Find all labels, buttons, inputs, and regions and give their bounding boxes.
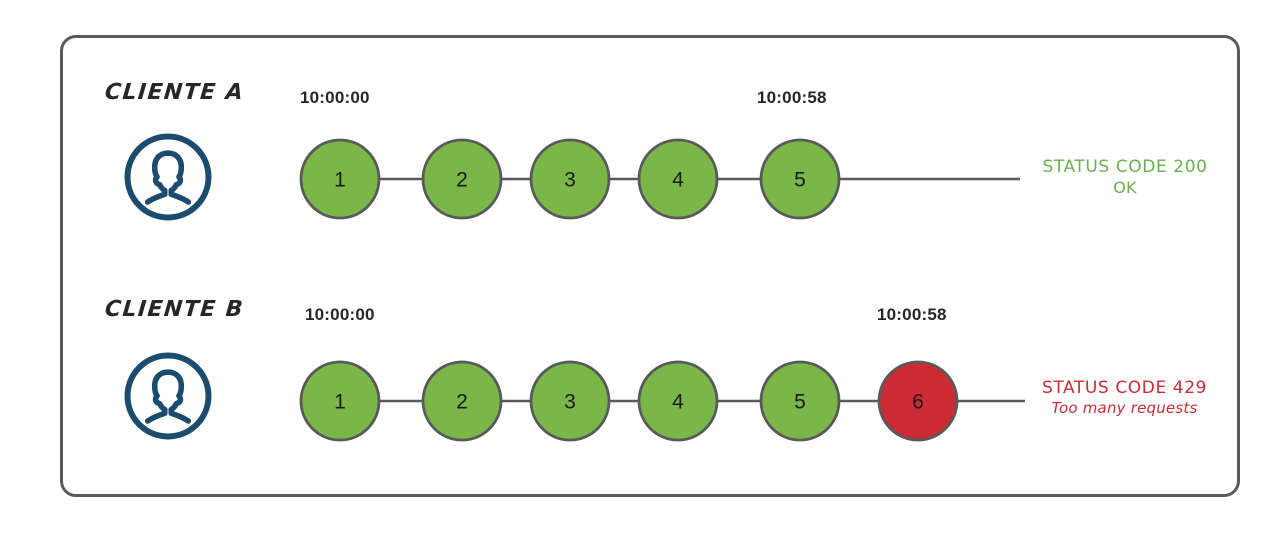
diagram-frame xyxy=(60,35,1240,497)
